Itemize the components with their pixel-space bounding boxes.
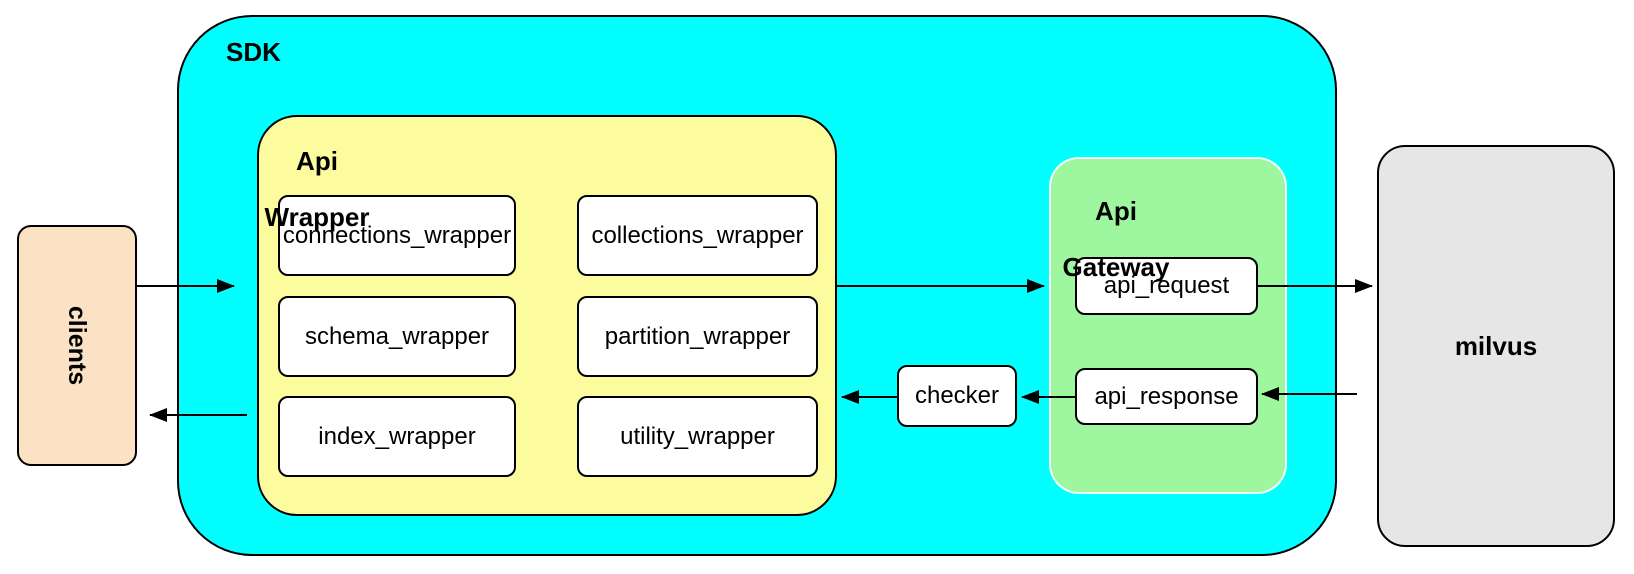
node-api-request: api_request [1075, 257, 1258, 315]
node-partition-wrapper: partition_wrapper [577, 296, 818, 377]
api-wrapper-label-line1: Api [296, 146, 338, 176]
api-wrapper-label-line2: Wrapper [264, 202, 370, 232]
milvus-label: milvus [1454, 330, 1538, 361]
node-connections-wrapper: connections_wrapper [278, 195, 516, 276]
node-clients: clients [17, 225, 137, 466]
sdk-label: SDK [226, 37, 281, 67]
api-gateway-label-line1: Api [1095, 196, 1137, 226]
node-schema-wrapper: schema_wrapper [278, 296, 516, 377]
node-milvus: milvus [1377, 145, 1615, 547]
api-wrapper-label: Api Wrapper [260, 119, 374, 259]
node-collections-wrapper: collections_wrapper [577, 195, 818, 276]
api-gateway-label: Api Gateway [1059, 169, 1173, 309]
node-utility-wrapper: utility_wrapper [577, 396, 818, 477]
node-api-response: api_response [1075, 368, 1258, 425]
node-index-wrapper: index_wrapper [278, 396, 516, 477]
node-checker: checker [897, 365, 1017, 427]
node-api-gateway-container [1049, 157, 1287, 494]
api-gateway-label-line2: Gateway [1062, 252, 1170, 282]
clients-label: clients [63, 305, 92, 386]
